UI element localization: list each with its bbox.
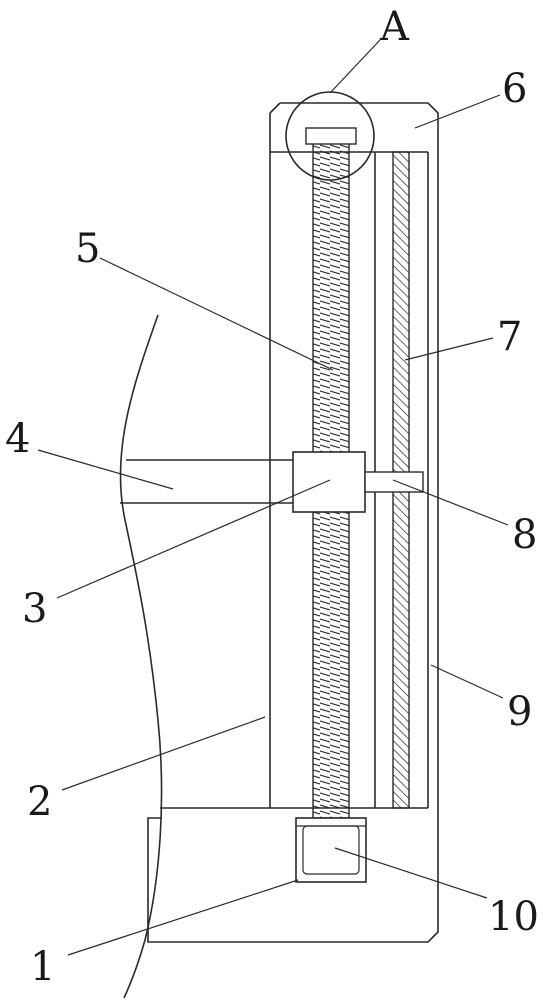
label-4: 4 — [5, 416, 30, 462]
detail-circle-a — [285, 91, 375, 181]
top-bearing-cap — [305, 127, 357, 145]
nut-block — [292, 451, 366, 513]
label-5: 5 — [75, 226, 100, 272]
wall-left-edge — [119, 314, 163, 999]
label-9: 9 — [507, 689, 532, 735]
leader-3 — [56, 479, 331, 599]
leader-8 — [392, 479, 509, 526]
motor-inner — [302, 825, 360, 875]
label-6: 6 — [502, 66, 527, 112]
leader-6 — [414, 94, 501, 129]
label-10: 10 — [488, 894, 539, 940]
housing-chamfer-top-left — [269, 102, 281, 114]
label-7: 7 — [497, 314, 522, 360]
leader-2 — [61, 716, 266, 791]
label-3: 3 — [22, 586, 47, 632]
leader-5 — [99, 257, 334, 371]
leader-4 — [37, 449, 174, 490]
label-1: 1 — [30, 944, 55, 990]
leader-7 — [404, 337, 494, 361]
leader-a — [329, 39, 381, 94]
leader-1 — [67, 879, 299, 956]
slider-block — [364, 471, 424, 493]
leader-10 — [334, 847, 488, 899]
outer-housing — [147, 102, 439, 943]
label-8: 8 — [512, 512, 537, 558]
label-2: 2 — [27, 779, 52, 825]
leader-9 — [430, 664, 504, 699]
label-a: A — [379, 4, 410, 50]
